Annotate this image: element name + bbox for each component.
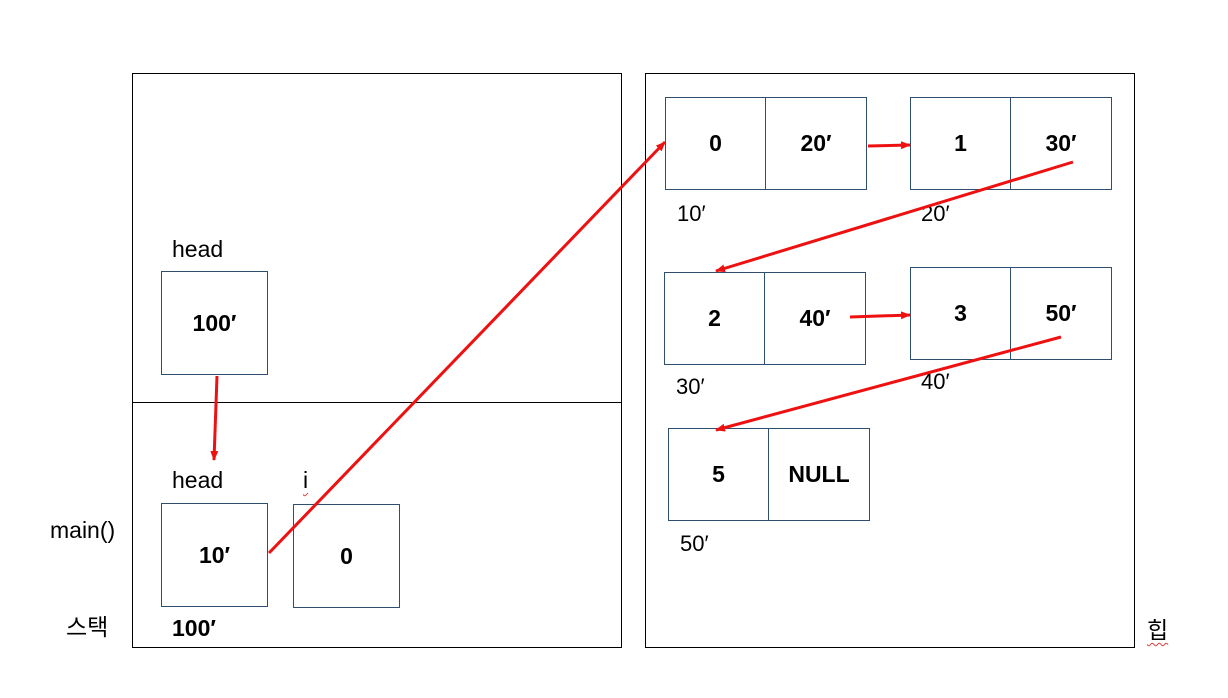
node-address: 10′ <box>677 201 706 226</box>
heap-node: 2 40′ <box>664 272 866 365</box>
stack-frame-divider <box>132 402 622 403</box>
heap-node: 3 50′ <box>910 267 1112 360</box>
lower-head-label: head <box>172 467 224 493</box>
upper-head-box: 100′ <box>161 271 268 375</box>
node-address: 20′ <box>921 201 950 226</box>
node-data-cell: 1 <box>910 97 1011 190</box>
node-data-cell: 2 <box>664 272 765 365</box>
node-address: 50′ <box>680 531 709 556</box>
node-data-cell: 3 <box>910 267 1011 360</box>
lower-head-box: 10′ <box>161 503 268 607</box>
node-next-cell: 20′ <box>766 97 867 190</box>
main-frame-label: main() <box>50 517 116 543</box>
stack-label: 스택 <box>66 614 109 640</box>
lower-head-address: 100′ <box>172 615 216 641</box>
heap-node: 5 NULL <box>668 428 870 521</box>
heap-node: 0 20′ <box>665 97 867 190</box>
node-data-cell: 0 <box>665 97 766 190</box>
i-label: i <box>303 467 309 493</box>
node-address: 40′ <box>921 369 950 394</box>
heap-label: 힙 <box>1147 617 1169 643</box>
node-next-cell: 40′ <box>765 272 866 365</box>
node-next-cell: NULL <box>769 428 870 521</box>
upper-head-label: head <box>172 236 224 262</box>
i-box: 0 <box>293 504 400 608</box>
node-address: 30′ <box>676 374 705 399</box>
heap-node: 1 30′ <box>910 97 1112 190</box>
node-next-cell: 50′ <box>1011 267 1112 360</box>
node-next-cell: 30′ <box>1011 97 1112 190</box>
node-data-cell: 5 <box>668 428 769 521</box>
